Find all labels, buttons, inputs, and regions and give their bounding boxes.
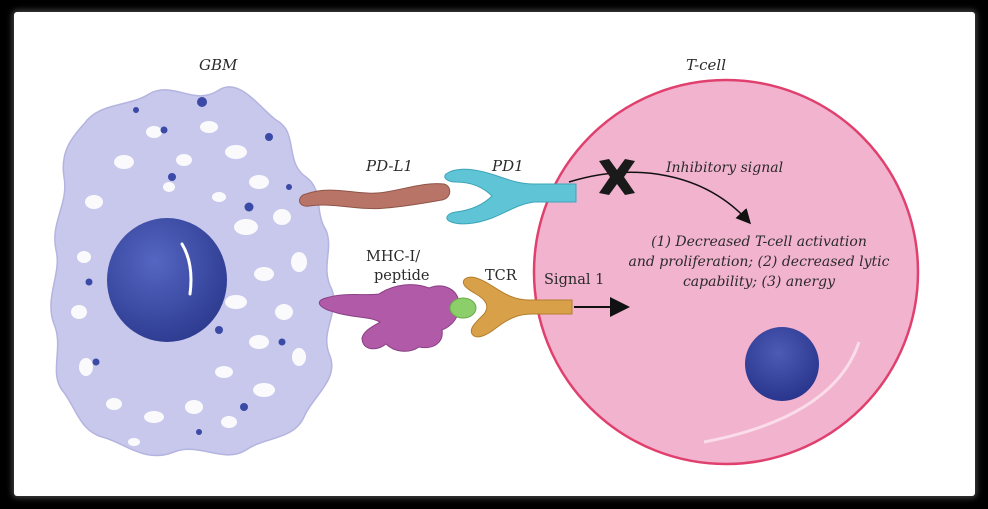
effects-line-1: (1) Decreased T-cell activation bbox=[651, 234, 867, 250]
pd1-pathway-diagram: GBM T-cell PD-L1 PD1 Inhibitory signal M… bbox=[50, 56, 920, 466]
inhibitory-arrow bbox=[568, 171, 752, 225]
t-cell bbox=[532, 78, 920, 466]
x-mark-icon bbox=[599, 159, 635, 195]
effects-line-3: capability; (3) anergy bbox=[683, 274, 836, 290]
mhc-label-line2: peptide bbox=[374, 268, 429, 284]
peptide bbox=[449, 297, 477, 319]
pd-l1-molecule bbox=[299, 183, 451, 210]
t-cell-nucleus bbox=[745, 327, 819, 401]
gbm-nucleus bbox=[107, 218, 227, 342]
mhc-i-molecule bbox=[318, 284, 460, 352]
diagram-panel: GBM T-cell PD-L1 PD1 Inhibitory signal M… bbox=[14, 12, 975, 496]
tcr-label: TCR bbox=[485, 268, 518, 284]
gbm-granules bbox=[85, 97, 292, 435]
pd1-molecule bbox=[444, 168, 577, 225]
gbm-nucleus-highlight bbox=[180, 242, 193, 296]
gbm-label: GBM bbox=[199, 56, 238, 74]
pd-l1-label: PD-L1 bbox=[365, 157, 413, 175]
t-cell-label: T-cell bbox=[686, 56, 726, 74]
effects-line-2: and proliferation; (2) decreased lytic bbox=[629, 254, 890, 270]
signal-1-label: Signal 1 bbox=[544, 272, 604, 288]
gbm-cell bbox=[50, 86, 335, 457]
t-cell-membrane bbox=[532, 78, 920, 466]
tcr-molecule bbox=[462, 276, 573, 338]
mhc-label-line1: MHC-I/ bbox=[366, 249, 420, 265]
inhibitory-signal-label: Inhibitory signal bbox=[665, 160, 783, 176]
gbm-vesicles bbox=[71, 121, 307, 446]
t-cell-highlight bbox=[703, 341, 861, 444]
pd1-label: PD1 bbox=[491, 157, 524, 175]
